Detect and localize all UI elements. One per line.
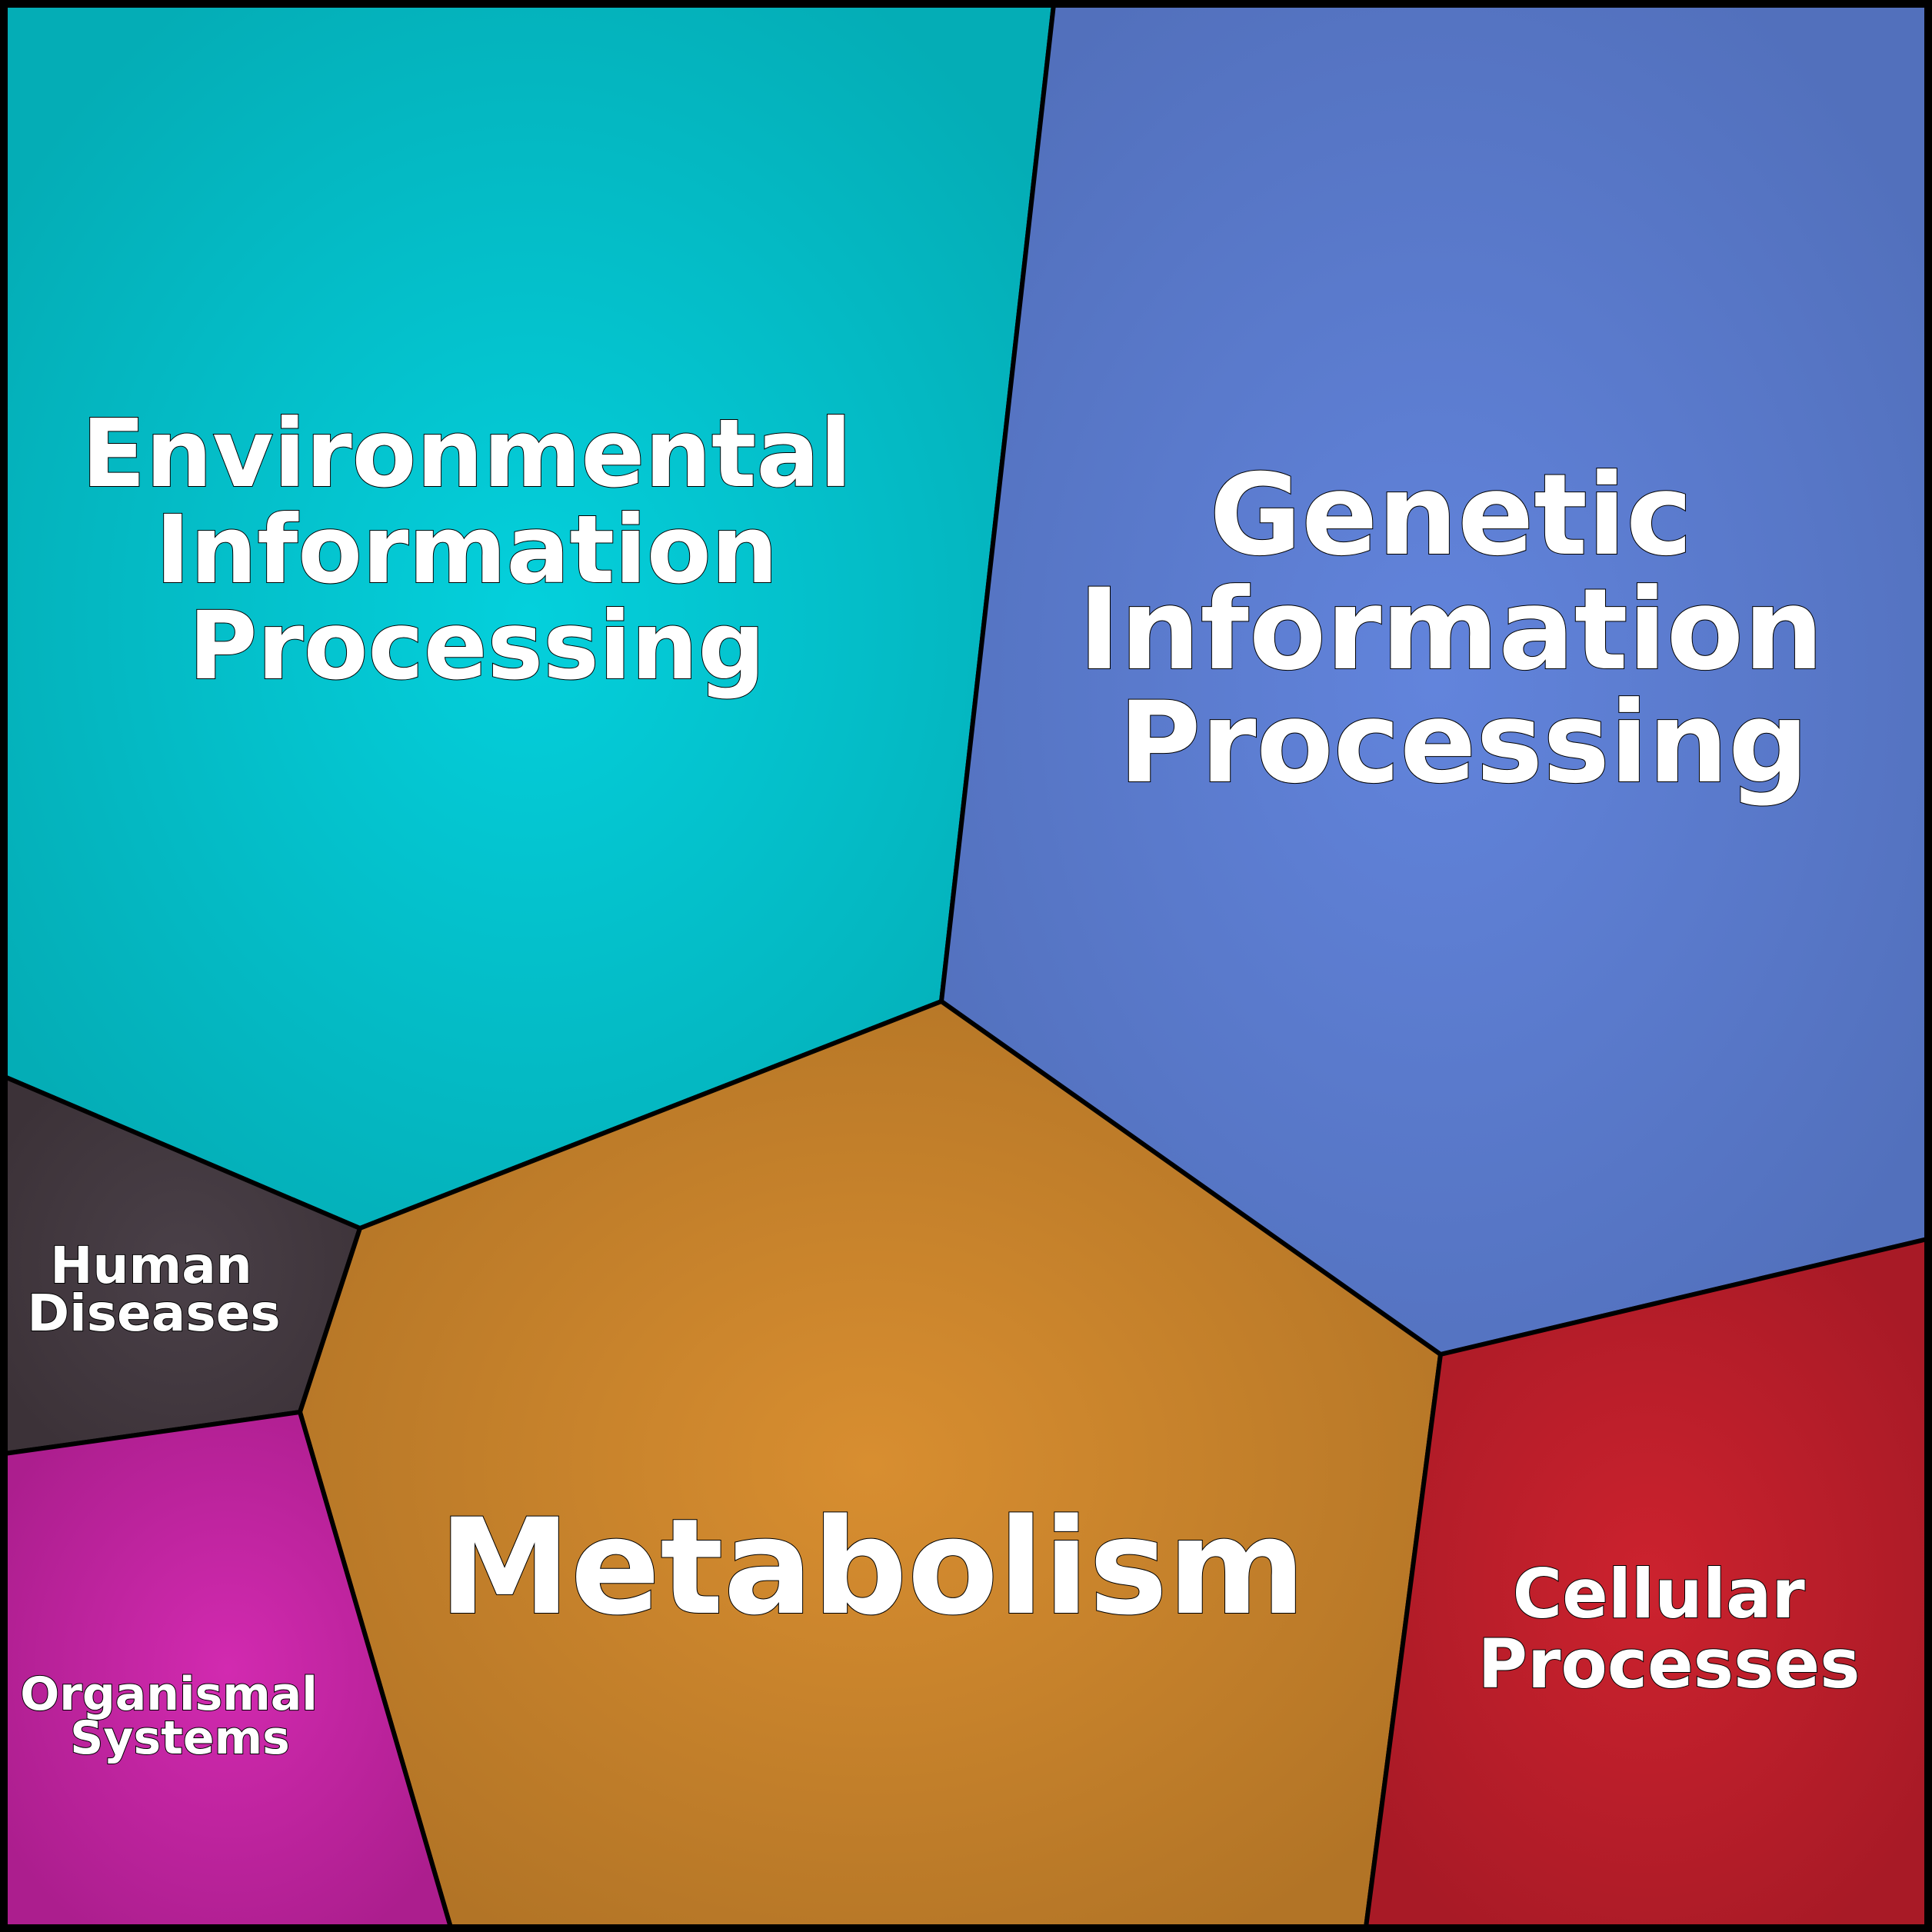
label-genetic: Genetic Information Processing [1078, 450, 1863, 808]
label-organismal-systems: Organismal Systems [20, 1667, 334, 1765]
label-cellular-processes: Cellular Processes [1477, 1554, 1860, 1704]
label-environmental: Environmental Information Processing [82, 399, 884, 701]
label-human-diseases: Human Diseases [27, 1236, 280, 1343]
label-metabolism: Metabolism [439, 1490, 1306, 1644]
